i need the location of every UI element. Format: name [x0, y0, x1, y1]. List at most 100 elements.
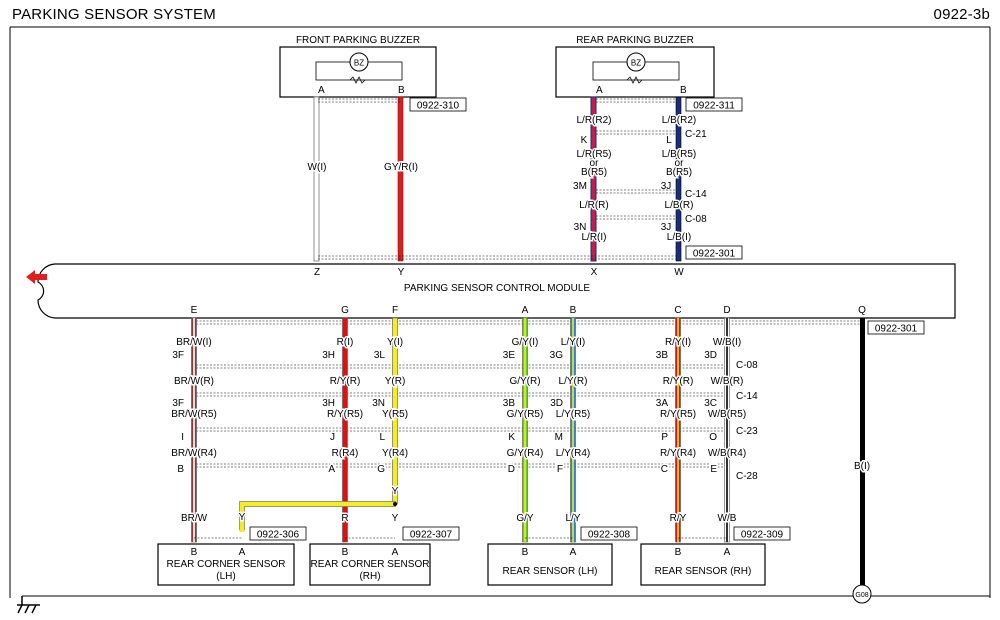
harness-wire-b: L/Y(I)3GL/Y(R)3DL/Y(R5)ML/Y(R4)FL/Y — [548, 317, 592, 543]
harness-label: M — [555, 432, 563, 443]
front-buzzer-resistor-icon — [349, 76, 366, 84]
module-bottom-pin-d: D — [723, 305, 730, 316]
harness-label: 3B — [503, 398, 516, 409]
harness-label: BR/W(I) — [176, 337, 212, 348]
harness-label: 3C — [704, 398, 717, 409]
rear-col2-label-3: or — [675, 158, 685, 169]
harness-label: W/B(R4) — [708, 448, 746, 459]
harness-joint-c-28: C-28 — [736, 471, 758, 482]
harness-label: BR/W(R4) — [171, 448, 217, 459]
rear-buzzer-bz: BZ — [631, 59, 641, 68]
sensor-pin-b: B — [675, 547, 682, 558]
harness-label: W/B(I) — [713, 337, 741, 348]
ground-wire — [860, 318, 865, 588]
harness-label: 3F — [172, 398, 184, 409]
front-buzzer-symbol — [349, 52, 369, 72]
harness-label: F — [557, 464, 563, 475]
sensor-pin-a: A — [570, 547, 577, 558]
sensor-connector-tag — [733, 526, 791, 541]
rear-col1-label-4: B(R5) — [581, 167, 607, 178]
harness-label: Y — [392, 486, 399, 497]
harness-joint-c-23: C-23 — [736, 426, 758, 437]
harness-label: L/Y(R4) — [556, 448, 590, 459]
rear-buzzer-resistor-icon — [626, 76, 643, 84]
sensor-box — [487, 543, 613, 586]
sensor-connector-tag — [402, 526, 460, 541]
harness-label: R/Y(R) — [330, 376, 361, 387]
harness-label: C — [661, 464, 668, 475]
rear-col2-label-2: L/B(R5) — [662, 149, 696, 160]
harness-wire-g: R(I)3HR/Y(R)3HR/Y(R5)JR(R4)AR — [321, 317, 365, 543]
rear-col2-label-0: L/B(R2) — [662, 115, 696, 126]
harness-label: L/Y(R) — [559, 376, 588, 387]
rear-col2-label-6: L/B(R) — [665, 200, 694, 211]
rear-shield-lines — [318, 98, 676, 260]
sensor-connector-tag — [580, 526, 638, 541]
harness-wire-a: G/Y(I)3EG/Y(R)3BG/Y(R5)KG/Y(R4)DG/Y — [501, 317, 545, 543]
rear-wiring-col2: L/B(R2) L L/B(R5) or B(R5) 3J L/B(R) 3J … — [660, 114, 697, 245]
harness-label: Y(R5) — [382, 409, 408, 420]
rear-col2-label-4: B(R5) — [666, 167, 692, 178]
front-buzzer-connector-tag — [409, 97, 467, 112]
module-bottom-connector: 0922-301 — [875, 324, 918, 335]
harness-label: L — [379, 432, 385, 443]
harness-label: 3H — [322, 350, 335, 361]
module-bottom-connector-tag — [867, 320, 925, 335]
rear-buzzer-pin-a: A — [596, 85, 603, 96]
control-module-name: PARKING SENSOR CONTROL MODULE — [404, 283, 590, 294]
front-buzzer-pin-a: A — [318, 85, 325, 96]
front-wire-w-label: W(I) — [308, 162, 327, 173]
harness-label: 3G — [550, 350, 564, 361]
rear-col2-label-7: 3J — [661, 222, 672, 233]
harness-label: R — [341, 513, 348, 524]
harness-label: L/Y(R5) — [556, 409, 590, 420]
sensor-pin-b: B — [522, 547, 529, 558]
sensor-pin-a: A — [392, 547, 399, 558]
front-wire-w — [313, 96, 320, 262]
rear-joint-c08: C-08 — [685, 214, 707, 225]
rear-col1-label-6: L/R(R) — [579, 200, 608, 211]
harness-label: B — [177, 464, 184, 475]
harness-label: J — [330, 432, 335, 443]
harness-label: L/Y — [565, 513, 580, 524]
ground-point-icon — [852, 584, 872, 604]
sensor-connector: 0922-309 — [741, 530, 784, 541]
module-top-pins: Z Y X W — [314, 267, 684, 278]
wire-stripe — [193, 318, 195, 542]
harness-label: L/Y(I) — [561, 337, 585, 348]
sensor-name-line2: (LH) — [216, 571, 235, 582]
module-pin-z: Z — [314, 267, 320, 278]
harness-label: 3L — [374, 350, 386, 361]
harness-label: 3E — [503, 350, 516, 361]
sensor-name: REAR SENSOR (LH) — [502, 566, 597, 577]
sensor-pin-b: B — [191, 547, 198, 558]
harness-label: R/Y(R) — [663, 376, 694, 387]
harness-label: G — [377, 464, 385, 475]
rear-col2-label-8: L/B(I) — [667, 232, 691, 243]
front-buzzer-bz: BZ — [354, 59, 364, 68]
module-arrow-icon — [26, 270, 47, 284]
harness-label: Y — [392, 513, 399, 524]
harness-wire-f: Y(I)3LY(R)3NY(R5)LY(R4)GYY — [371, 317, 410, 526]
rear-buzzer-joints: C-21 C-14 C-08 — [685, 129, 707, 225]
harness-label: K — [508, 432, 515, 443]
rear-col1-label-7: 3N — [574, 222, 587, 233]
harness-label: I — [181, 432, 184, 443]
harness-wire-c: R/Y(I)3BR/Y(R)3AR/Y(R5)PR/Y(R4)CR/Y — [654, 317, 698, 543]
sensor-name: REAR SENSOR (RH) — [655, 566, 752, 577]
sensor-name-line1: REAR CORNER SENSOR — [311, 559, 430, 570]
front-buzzer-box — [279, 46, 437, 98]
sensor-pin-b: B — [342, 547, 349, 558]
harness-label: 3B — [656, 350, 669, 361]
sensor-connector: 0922-307 — [410, 530, 453, 541]
diagram-title: PARKING SENSOR SYSTEM — [12, 6, 216, 23]
module-bottom-pin-f: F — [392, 305, 398, 316]
harness-label: 3N — [372, 398, 385, 409]
rear-buzzer-title: REAR PARKING BUZZER — [576, 35, 694, 46]
rear-col2-label-1: L — [666, 135, 672, 146]
front-buzzer-connector: 0922-310 — [417, 101, 460, 112]
sensor-connector: 0922-308 — [588, 530, 631, 541]
harness-label: G/Y(R4) — [507, 448, 544, 459]
